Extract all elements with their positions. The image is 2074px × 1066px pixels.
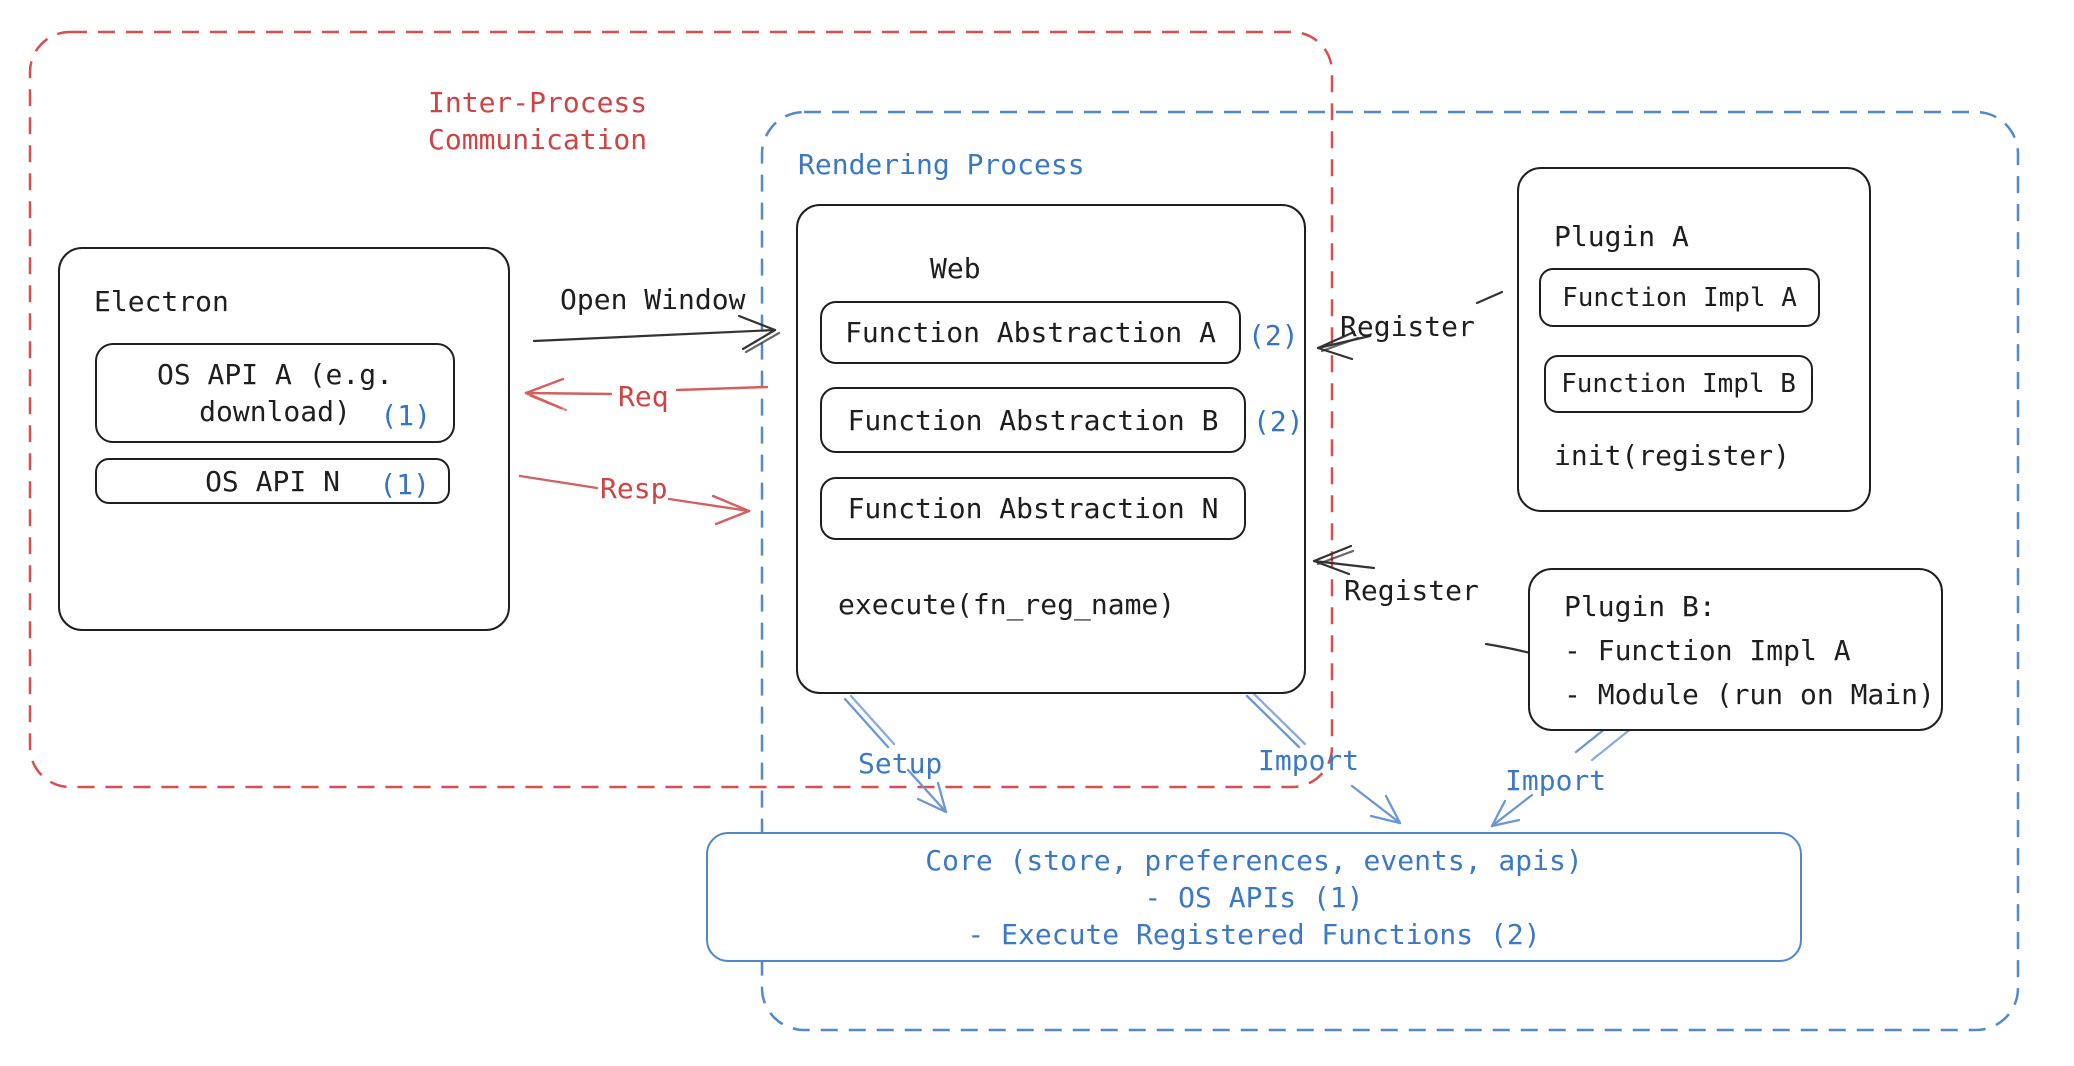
fn-abstraction-b-label: Function Abstraction B: [847, 403, 1219, 437]
plugin-a-impl-b-node: Function Impl B: [1544, 355, 1813, 413]
core-node: Core (store, preferences, events, apis) …: [706, 832, 1802, 962]
os-api-a-badge: (1): [380, 399, 431, 432]
import-web-label: Import: [1258, 744, 1360, 777]
ipc-title-line1: Inter-Process: [428, 86, 648, 119]
web-execute-label: execute(fn_reg_name): [838, 588, 1176, 621]
register-plugin-b-label: Register: [1344, 574, 1479, 607]
open-window-label: Open Window: [560, 283, 746, 316]
electron-title: Electron: [94, 285, 229, 318]
plugin-a-impl-a-node: Function Impl A: [1539, 268, 1820, 327]
plugin-a-impl-a-label: Function Impl A: [1562, 282, 1797, 313]
register-plugin-a-label: Register: [1340, 310, 1475, 343]
plugin-b-item-1: - Function Impl A: [1564, 634, 1851, 667]
fn-abstraction-b-node: Function Abstraction B: [820, 387, 1246, 453]
resp-label: Resp: [600, 472, 668, 505]
plugin-a-node: [1517, 167, 1871, 512]
plugin-a-init-label: init(register): [1554, 439, 1791, 472]
web-title: Web: [930, 252, 981, 285]
plugin-b-title: Plugin B:: [1564, 590, 1716, 623]
core-line3: - Execute Registered Functions (2): [967, 917, 1541, 951]
plugin-b-item-2: - Module (run on Main): [1564, 678, 1935, 711]
os-api-n-node: OS API N (1): [95, 458, 450, 504]
core-line2: - OS APIs (1): [1144, 880, 1364, 914]
fn-abstraction-n-node: Function Abstraction N: [820, 477, 1246, 540]
os-api-a-line1: OS API A (e.g.: [156, 358, 393, 391]
os-api-a-node: OS API A (e.g. download) (1): [95, 343, 455, 443]
open-window-arrow: [532, 314, 781, 354]
fn-abstraction-a-badge: (2): [1248, 319, 1299, 352]
plugin-b-node: Plugin B: - Function Impl A - Module (ru…: [1528, 568, 1943, 731]
import-plugin-b-label: Import: [1505, 764, 1607, 797]
fn-abstraction-n-label: Function Abstraction N: [847, 492, 1219, 525]
ipc-group-title: Inter-Process Communication: [428, 84, 647, 158]
os-api-n-label: OS API N: [205, 464, 340, 498]
os-api-n-badge: (1): [379, 468, 430, 501]
plugin-a-title: Plugin A: [1554, 220, 1689, 253]
setup-label: Setup: [858, 747, 943, 780]
ipc-title-line2: Communication: [428, 123, 648, 156]
core-line1: Core (store, preferences, events, apis): [925, 843, 1583, 877]
rendering-group-title: Rendering Process: [798, 148, 1085, 181]
plugin-a-impl-b-label: Function Impl B: [1561, 369, 1796, 399]
fn-abstraction-b-badge: (2): [1253, 405, 1304, 438]
fn-abstraction-a-label: Function Abstraction A: [845, 316, 1216, 349]
fn-abstraction-a-node: Function Abstraction A: [820, 301, 1241, 364]
os-api-a-line2: download): [199, 395, 351, 428]
req-label: Req: [618, 380, 669, 413]
